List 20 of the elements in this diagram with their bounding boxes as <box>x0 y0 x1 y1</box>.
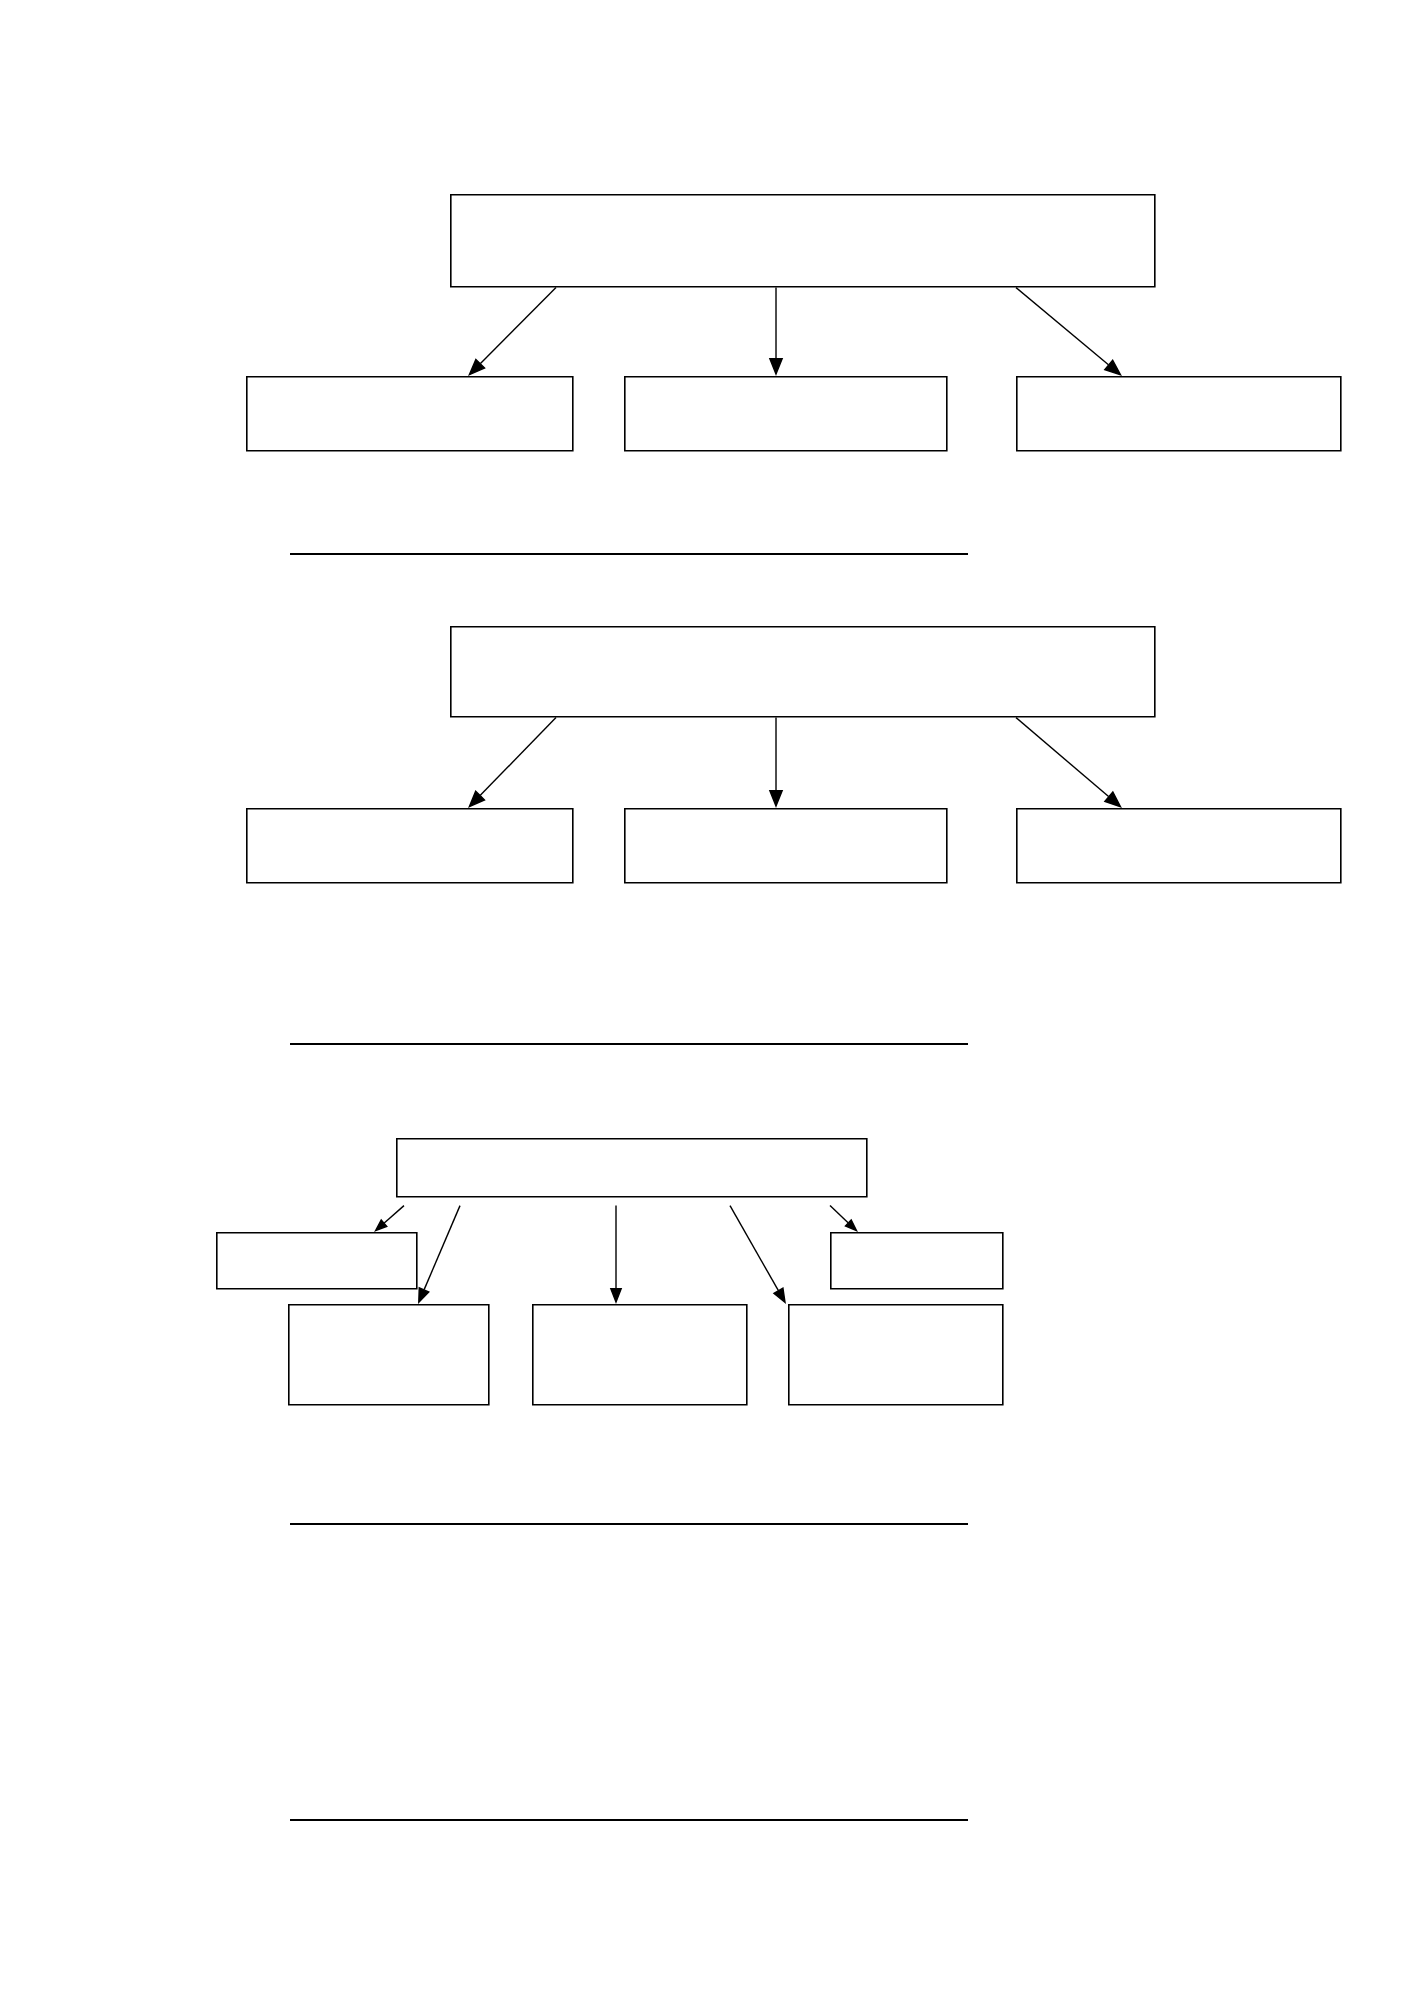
arrow <box>374 1204 405 1232</box>
arrow <box>1015 286 1122 376</box>
empty-box <box>450 626 1156 718</box>
empty-box <box>246 808 574 884</box>
empty-box <box>1016 808 1342 884</box>
arrow <box>468 286 557 376</box>
empty-box <box>532 1304 748 1406</box>
arrow <box>468 716 557 808</box>
empty-box <box>830 1232 1004 1290</box>
empty-box <box>396 1138 868 1198</box>
empty-box <box>216 1232 418 1290</box>
empty-box <box>450 194 1156 288</box>
empty-box <box>624 808 948 884</box>
empty-box <box>1016 376 1342 452</box>
empty-box <box>624 376 948 452</box>
arrow <box>1015 716 1122 808</box>
empty-box <box>788 1304 1004 1406</box>
empty-box <box>246 376 574 452</box>
arrow <box>829 1204 858 1232</box>
empty-box <box>288 1304 490 1406</box>
